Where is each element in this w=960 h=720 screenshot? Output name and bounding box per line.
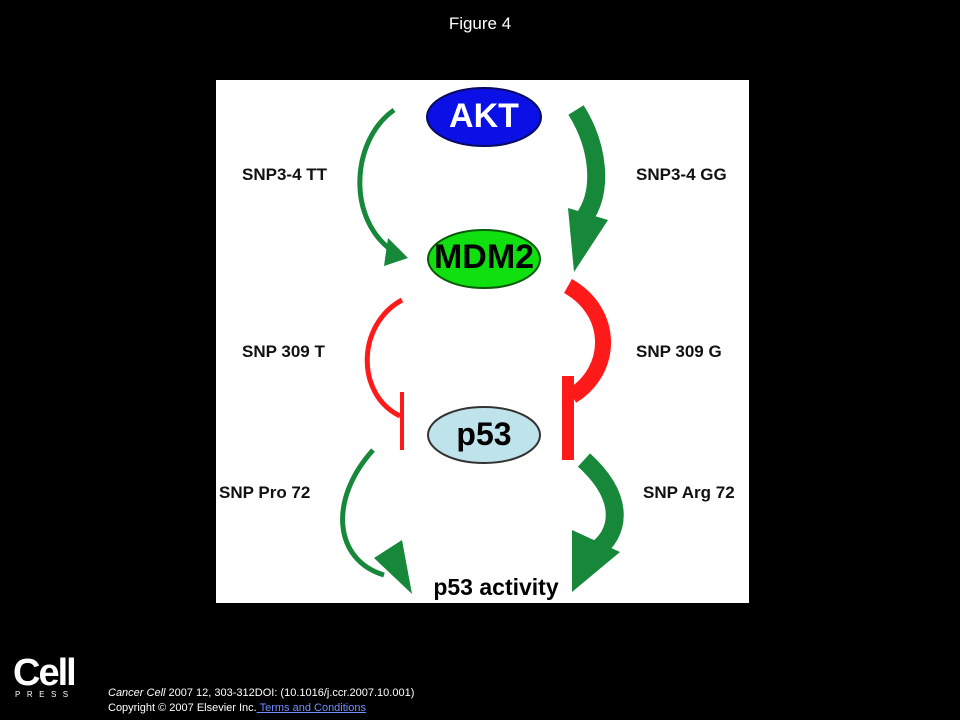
diagram-panel: AKT MDM2 p53 p53 activity SNP3-4 TT SNP3…	[216, 80, 749, 603]
mdm2-node	[427, 229, 541, 289]
figure-title: Figure 4	[448, 14, 512, 33]
snp34-tt-label: SNP3-4 TT	[242, 165, 328, 184]
p53-activity-thick-arrowhead	[572, 530, 620, 592]
citation-details: 2007 12, 303-312DOI: (10.1016/j.ccr.2007…	[165, 687, 415, 699]
cell-press-logo: Cell	[13, 652, 77, 694]
terms-and-conditions-link[interactable]: Terms and Conditions	[256, 702, 366, 714]
cell-press-logo-sub: PRESS	[15, 690, 75, 699]
copyright-text: Copyright © 2007 Elsevier Inc.	[108, 702, 257, 714]
snp309-g-label: SNP 309 G	[636, 342, 722, 361]
mdm2-p53-thin-inhibition	[364, 297, 404, 419]
snp-pro72-label: SNP Pro 72	[219, 483, 311, 502]
akt-mdm2-thick-arrow	[568, 105, 606, 224]
p53-activity-thick-arrow	[577, 453, 624, 558]
snp-arg72-label: SNP Arg 72	[643, 483, 735, 502]
akt-mdm2-thin-arrow	[357, 107, 396, 255]
pathway-diagram	[340, 87, 624, 594]
mdm2-p53-thick-bar	[562, 376, 574, 460]
p53-activity-label: p53 activity	[433, 574, 559, 600]
citation: Cancer Cell 2007 12, 303-312DOI: (10.101…	[108, 687, 414, 699]
mdm2-p53-thick-inhibition	[563, 279, 611, 403]
p53-label: p53	[456, 416, 512, 452]
snp309-t-label: SNP 309 T	[242, 342, 325, 361]
copyright: Copyright © 2007 Elsevier Inc. Terms and…	[108, 702, 366, 714]
akt-mdm2-thin-arrowhead	[384, 238, 408, 266]
p53-node	[427, 406, 541, 464]
p53-activity-thin-arrow	[340, 448, 385, 578]
mdm2-label: MDM2	[433, 238, 535, 276]
akt-node	[426, 87, 542, 147]
akt-mdm2-thick-arrowhead	[568, 208, 608, 272]
journal-name: Cancer Cell	[108, 687, 166, 699]
snp34-gg-label: SNP3-4 GG	[636, 165, 727, 184]
akt-label: AKT	[449, 97, 519, 135]
p53-activity-thin-arrowhead	[374, 540, 412, 594]
